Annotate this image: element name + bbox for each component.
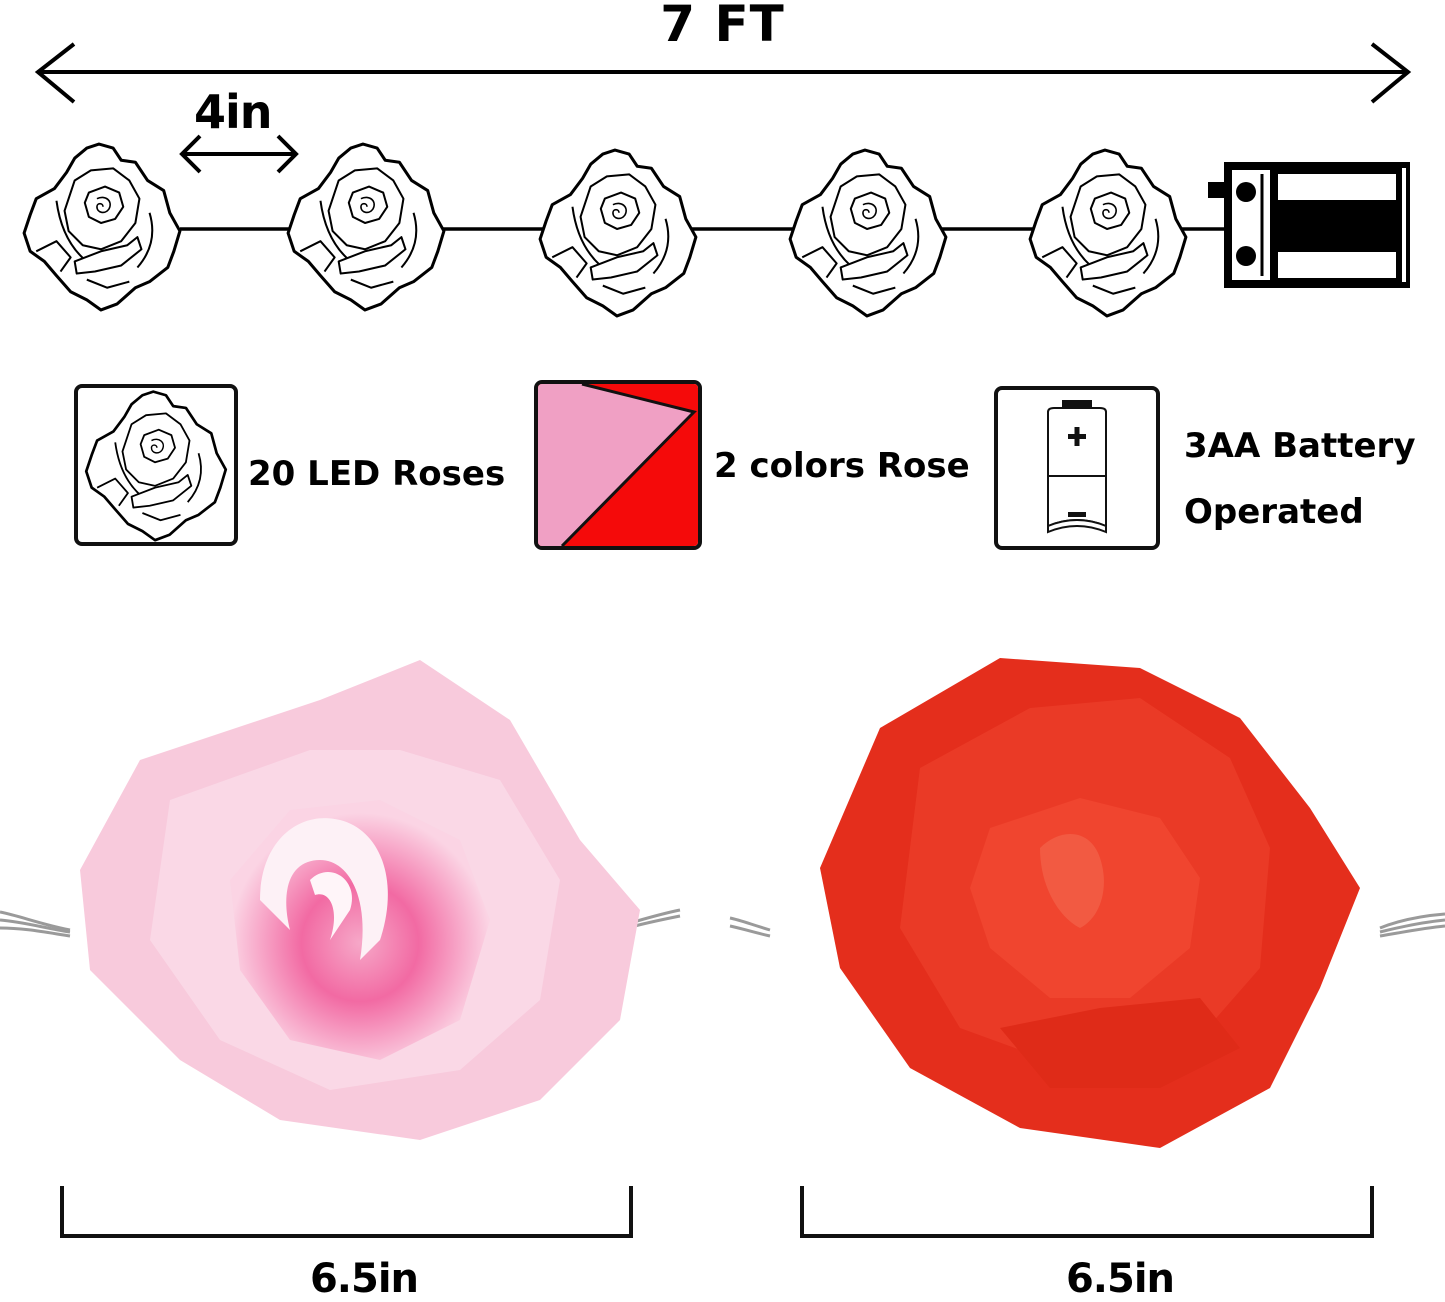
led-roses-feature-box xyxy=(74,384,238,546)
pink-rose-photo xyxy=(80,660,640,1140)
red-rose-photo xyxy=(820,658,1360,1148)
spacing-label: 4in xyxy=(194,85,273,139)
total-length-label: 7 FT xyxy=(660,0,785,53)
battery-label-line1: 3AA Battery xyxy=(1184,426,1416,466)
rose-outline-icon xyxy=(14,140,190,312)
rose-outline-icon xyxy=(1020,146,1196,318)
rose-outline-icon xyxy=(78,388,234,542)
battery-label-line2: Operated xyxy=(1184,492,1364,532)
two-color-swatch-icon xyxy=(538,384,698,546)
spacing-arrow-icon xyxy=(179,134,299,174)
two-colors-swatch xyxy=(534,380,702,550)
length-arrow-icon xyxy=(34,42,1412,104)
rose-outline-icon xyxy=(278,140,454,312)
battery-box-icon xyxy=(1208,162,1410,288)
rose-outline-icon xyxy=(780,146,956,318)
led-roses-label: 20 LED Roses xyxy=(248,454,506,494)
red-rose-size-label: 6.5in xyxy=(1065,1256,1175,1302)
two-colors-label: 2 colors Rose xyxy=(714,446,970,486)
battery-feature-box xyxy=(994,386,1160,550)
rose-outline-icon xyxy=(530,146,706,318)
battery-icon xyxy=(1047,400,1107,534)
size-brackets xyxy=(60,1186,1374,1238)
pink-rose-size-label: 6.5in xyxy=(309,1256,419,1302)
